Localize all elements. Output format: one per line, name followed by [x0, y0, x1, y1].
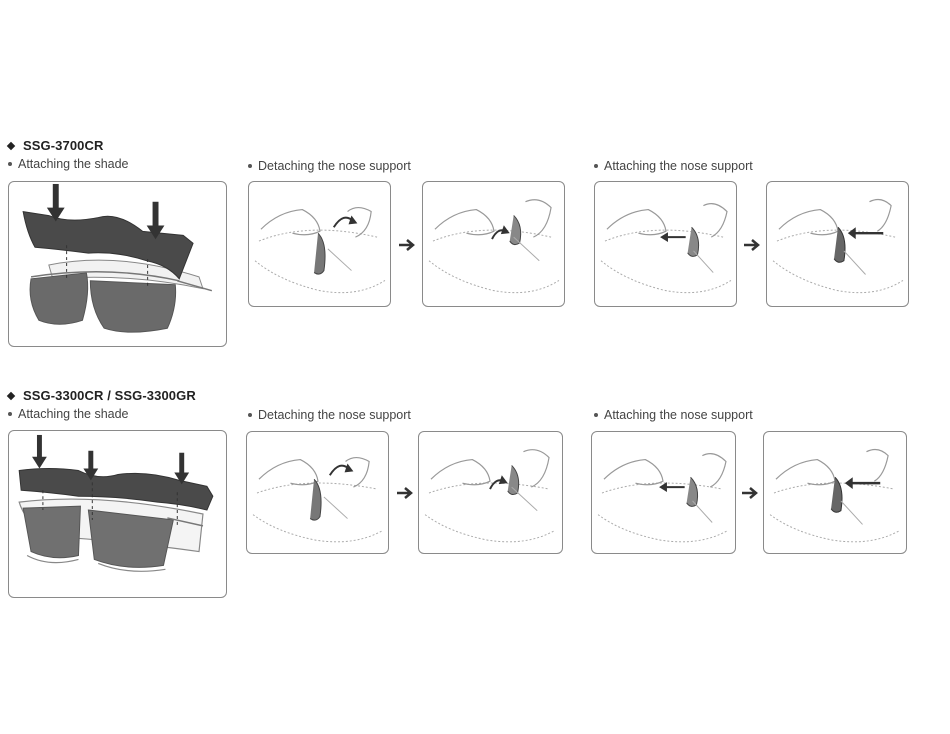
section-2-attach-label: Attaching the nose support	[594, 408, 753, 422]
section-1-heading: SSG-3700CR	[6, 138, 104, 153]
attach-step-1-ssg-3300cr	[591, 431, 736, 554]
attach-step-2-ssg-3700cr	[766, 181, 909, 307]
down-arrow-icon	[32, 434, 47, 469]
section-1-shade-label: Attaching the shade	[8, 157, 129, 171]
section-2-model: SSG-3300CR / SSG-3300GR	[23, 388, 196, 403]
bullet-icon	[594, 164, 598, 168]
detach-step-1-ssg-3700cr	[248, 181, 391, 307]
bullet-icon	[248, 164, 252, 168]
attach-step-1-ssg-3700cr	[594, 181, 737, 307]
section-1-detach-label: Detaching the nose support	[248, 159, 411, 173]
section-2-detach-label: Detaching the nose support	[248, 408, 411, 422]
arrow-right-icon	[743, 238, 761, 252]
diamond-icon	[6, 141, 16, 151]
bullet-icon	[248, 413, 252, 417]
detach-step-2-ssg-3700cr	[422, 181, 565, 307]
detach-step-2-ssg-3300cr	[418, 431, 563, 554]
down-arrow-icon	[174, 452, 190, 485]
section-2-heading: SSG-3300CR / SSG-3300GR	[6, 388, 196, 403]
arrow-right-icon	[741, 486, 759, 500]
attach-step-2-ssg-3300cr	[763, 431, 907, 554]
arrow-right-icon	[396, 486, 414, 500]
down-arrow-icon	[46, 183, 65, 222]
section-1-attach-label: Attaching the nose support	[594, 159, 753, 173]
arrow-right-icon	[398, 238, 416, 252]
bullet-icon	[594, 413, 598, 417]
down-arrow-icon	[83, 450, 99, 481]
shade-illustration-ssg-3700cr	[8, 181, 227, 347]
bullet-icon	[8, 162, 12, 166]
section-2-shade-label: Attaching the shade	[8, 407, 129, 421]
diamond-icon	[6, 391, 16, 401]
bullet-icon	[8, 412, 12, 416]
shade-illustration-ssg-3300cr	[8, 430, 227, 598]
section-1-model: SSG-3700CR	[23, 138, 104, 153]
down-arrow-icon	[146, 201, 165, 240]
detach-step-1-ssg-3300cr	[246, 431, 389, 554]
